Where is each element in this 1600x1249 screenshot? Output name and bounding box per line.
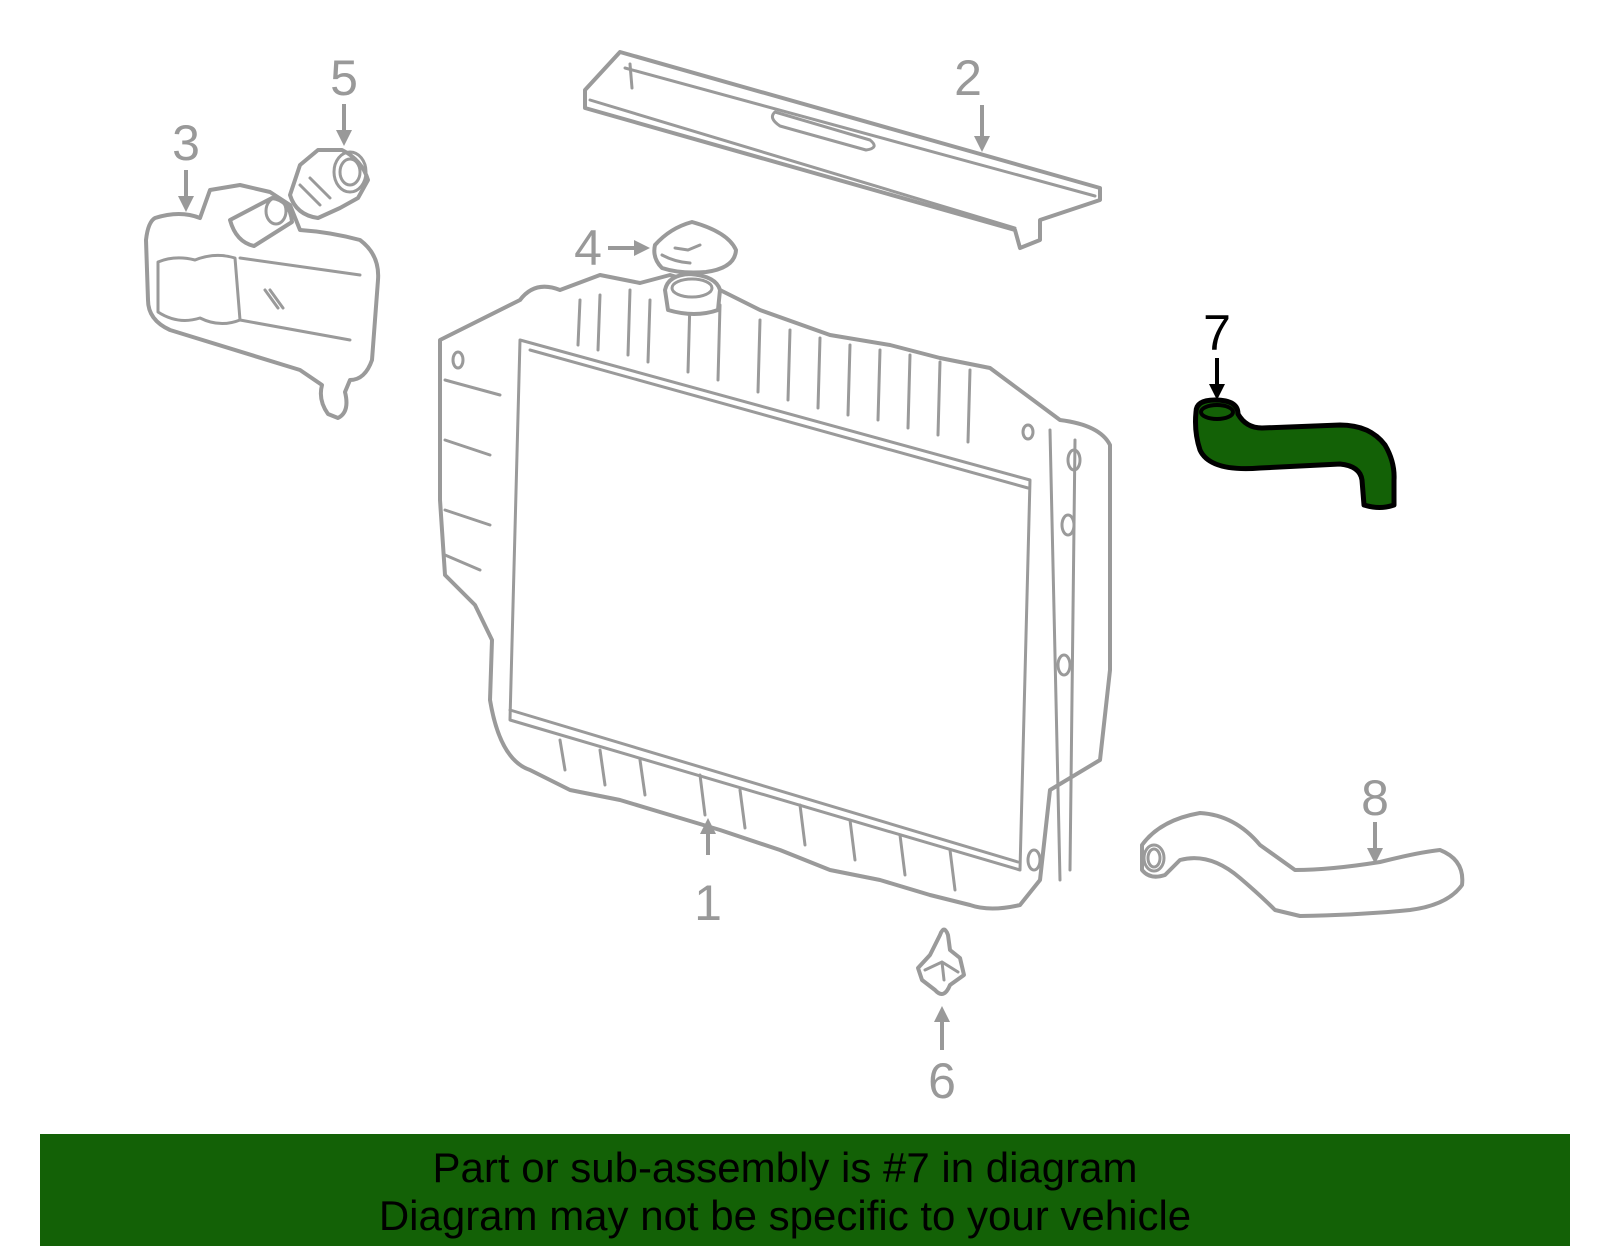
part-8-lower-radiator-hose[interactable] (1140, 811, 1465, 918)
callout-1[interactable]: 1 (694, 818, 722, 931)
part-6-drain-plug[interactable] (916, 927, 966, 996)
part-3-coolant-reservoir[interactable] (144, 183, 381, 420)
part-4-radiator-cap[interactable] (652, 220, 738, 275)
callout-5-label: 5 (330, 50, 358, 106)
banner-disclaimer-text: Diagram may not be specific to your vehi… (378, 1192, 1192, 1239)
callout-3-label: 3 (172, 115, 200, 171)
part-2-support-bracket[interactable] (583, 50, 1102, 250)
callout-4-label: 4 (574, 220, 602, 276)
info-banner: Part or sub-assembly is #7 in diagram Di… (40, 1134, 1570, 1246)
callout-3[interactable]: 3 (172, 115, 200, 212)
part-5-reservoir-cap[interactable] (288, 148, 370, 220)
callout-5[interactable]: 5 (330, 50, 358, 146)
part-7-upper-radiator-hose[interactable] (1193, 397, 1397, 510)
callout-2-label: 2 (954, 50, 982, 106)
callout-6-label: 6 (928, 1053, 956, 1109)
part-1-radiator[interactable] (438, 272, 1112, 911)
callout-8[interactable]: 8 (1361, 770, 1389, 864)
callout-6[interactable]: 6 (928, 1006, 956, 1109)
callout-7[interactable]: 7 (1203, 305, 1231, 400)
callout-7-label: 7 (1203, 305, 1231, 361)
banner-part-text: Part or sub-assembly is #7 in diagram (432, 1144, 1138, 1191)
callout-2[interactable]: 2 (954, 50, 990, 152)
callout-4[interactable]: 4 (574, 220, 650, 276)
callout-8-label: 8 (1361, 770, 1389, 826)
callout-1-label: 1 (694, 875, 722, 931)
